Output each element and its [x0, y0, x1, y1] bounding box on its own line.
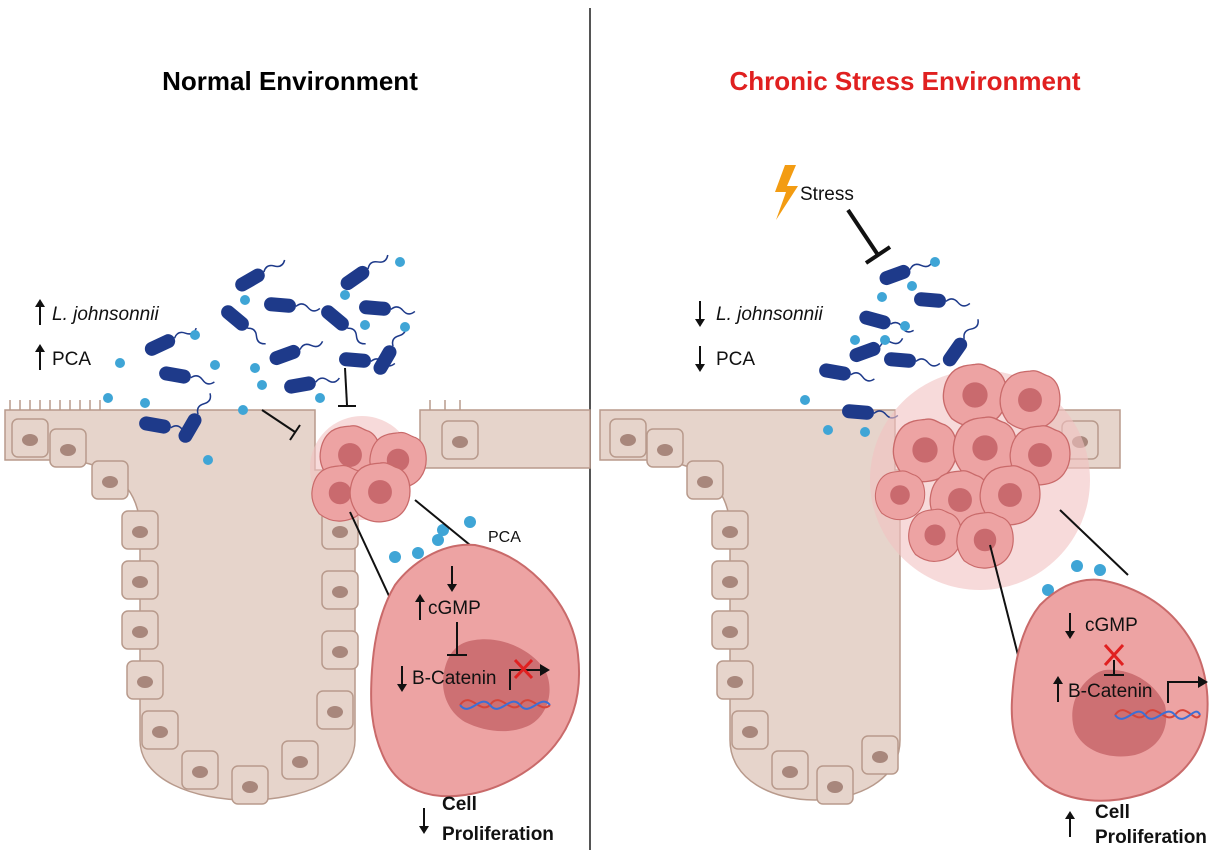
- transcription-arrow-icon: [509, 664, 550, 690]
- stress-cgmp-inhibition-icon: [1104, 660, 1124, 676]
- stress-title: Chronic Stress Environment: [729, 66, 1080, 96]
- pca-up-arrow-icon: [34, 343, 46, 371]
- stress-outcome-line1: Cell: [1095, 802, 1130, 823]
- pca-dots: [103, 257, 476, 563]
- normal-catenin-label: B-Catenin: [412, 668, 497, 689]
- normal-panel: Normal Environment: [4, 66, 591, 845]
- stress-cgmp-label: cGMP: [1085, 615, 1138, 636]
- stress-label: Stress: [800, 184, 854, 205]
- lightning-bolt-icon: [775, 165, 798, 220]
- stress-bacteria-label: L. johnsonnii: [716, 304, 823, 325]
- stress-metabolite-label: PCA: [716, 349, 755, 370]
- cgmp-inhibition-icon: [447, 622, 467, 656]
- small-tumor: [310, 416, 427, 523]
- stress-pca-dots: [800, 257, 1106, 596]
- lj-up-arrow-icon: [34, 298, 46, 326]
- stress-transcription-arrow-icon: [1167, 676, 1208, 703]
- stress-pca-down-arrow-icon: [694, 345, 706, 373]
- normal-title: Normal Environment: [162, 66, 418, 96]
- normal-outcome-line2: Proliferation: [442, 824, 554, 845]
- crypt-tissue: [4, 400, 591, 805]
- stress-inhibition-icon: [846, 208, 892, 265]
- large-tumor: [870, 363, 1090, 590]
- dna-icon: [459, 699, 551, 710]
- normal-bacteria-label: L. johnsonnii: [52, 304, 159, 325]
- proliferation-down-arrow-icon: [418, 807, 430, 835]
- normal-outcome-line1: Cell: [442, 794, 477, 815]
- normal-metabolite-label: PCA: [52, 349, 91, 370]
- normal-pca-label: PCA: [488, 529, 521, 546]
- stress-catenin-label: B-Catenin: [1068, 681, 1153, 702]
- stress-lj-down-arrow-icon: [694, 300, 706, 328]
- stress-outcome-line2: Proliferation: [1095, 827, 1207, 848]
- stress-zoom-cell: [1010, 578, 1209, 802]
- proliferation-up-arrow-icon: [1064, 810, 1076, 838]
- inhibition-lines: [261, 367, 356, 441]
- normal-cgmp-label: cGMP: [428, 598, 481, 619]
- stress-panel: Chronic Stress Environment: [599, 66, 1209, 848]
- stress-inhibition-cross-icon: [1103, 643, 1125, 667]
- stress-dna-icon: [1114, 709, 1201, 720]
- inhibition-cross-icon: [513, 658, 534, 680]
